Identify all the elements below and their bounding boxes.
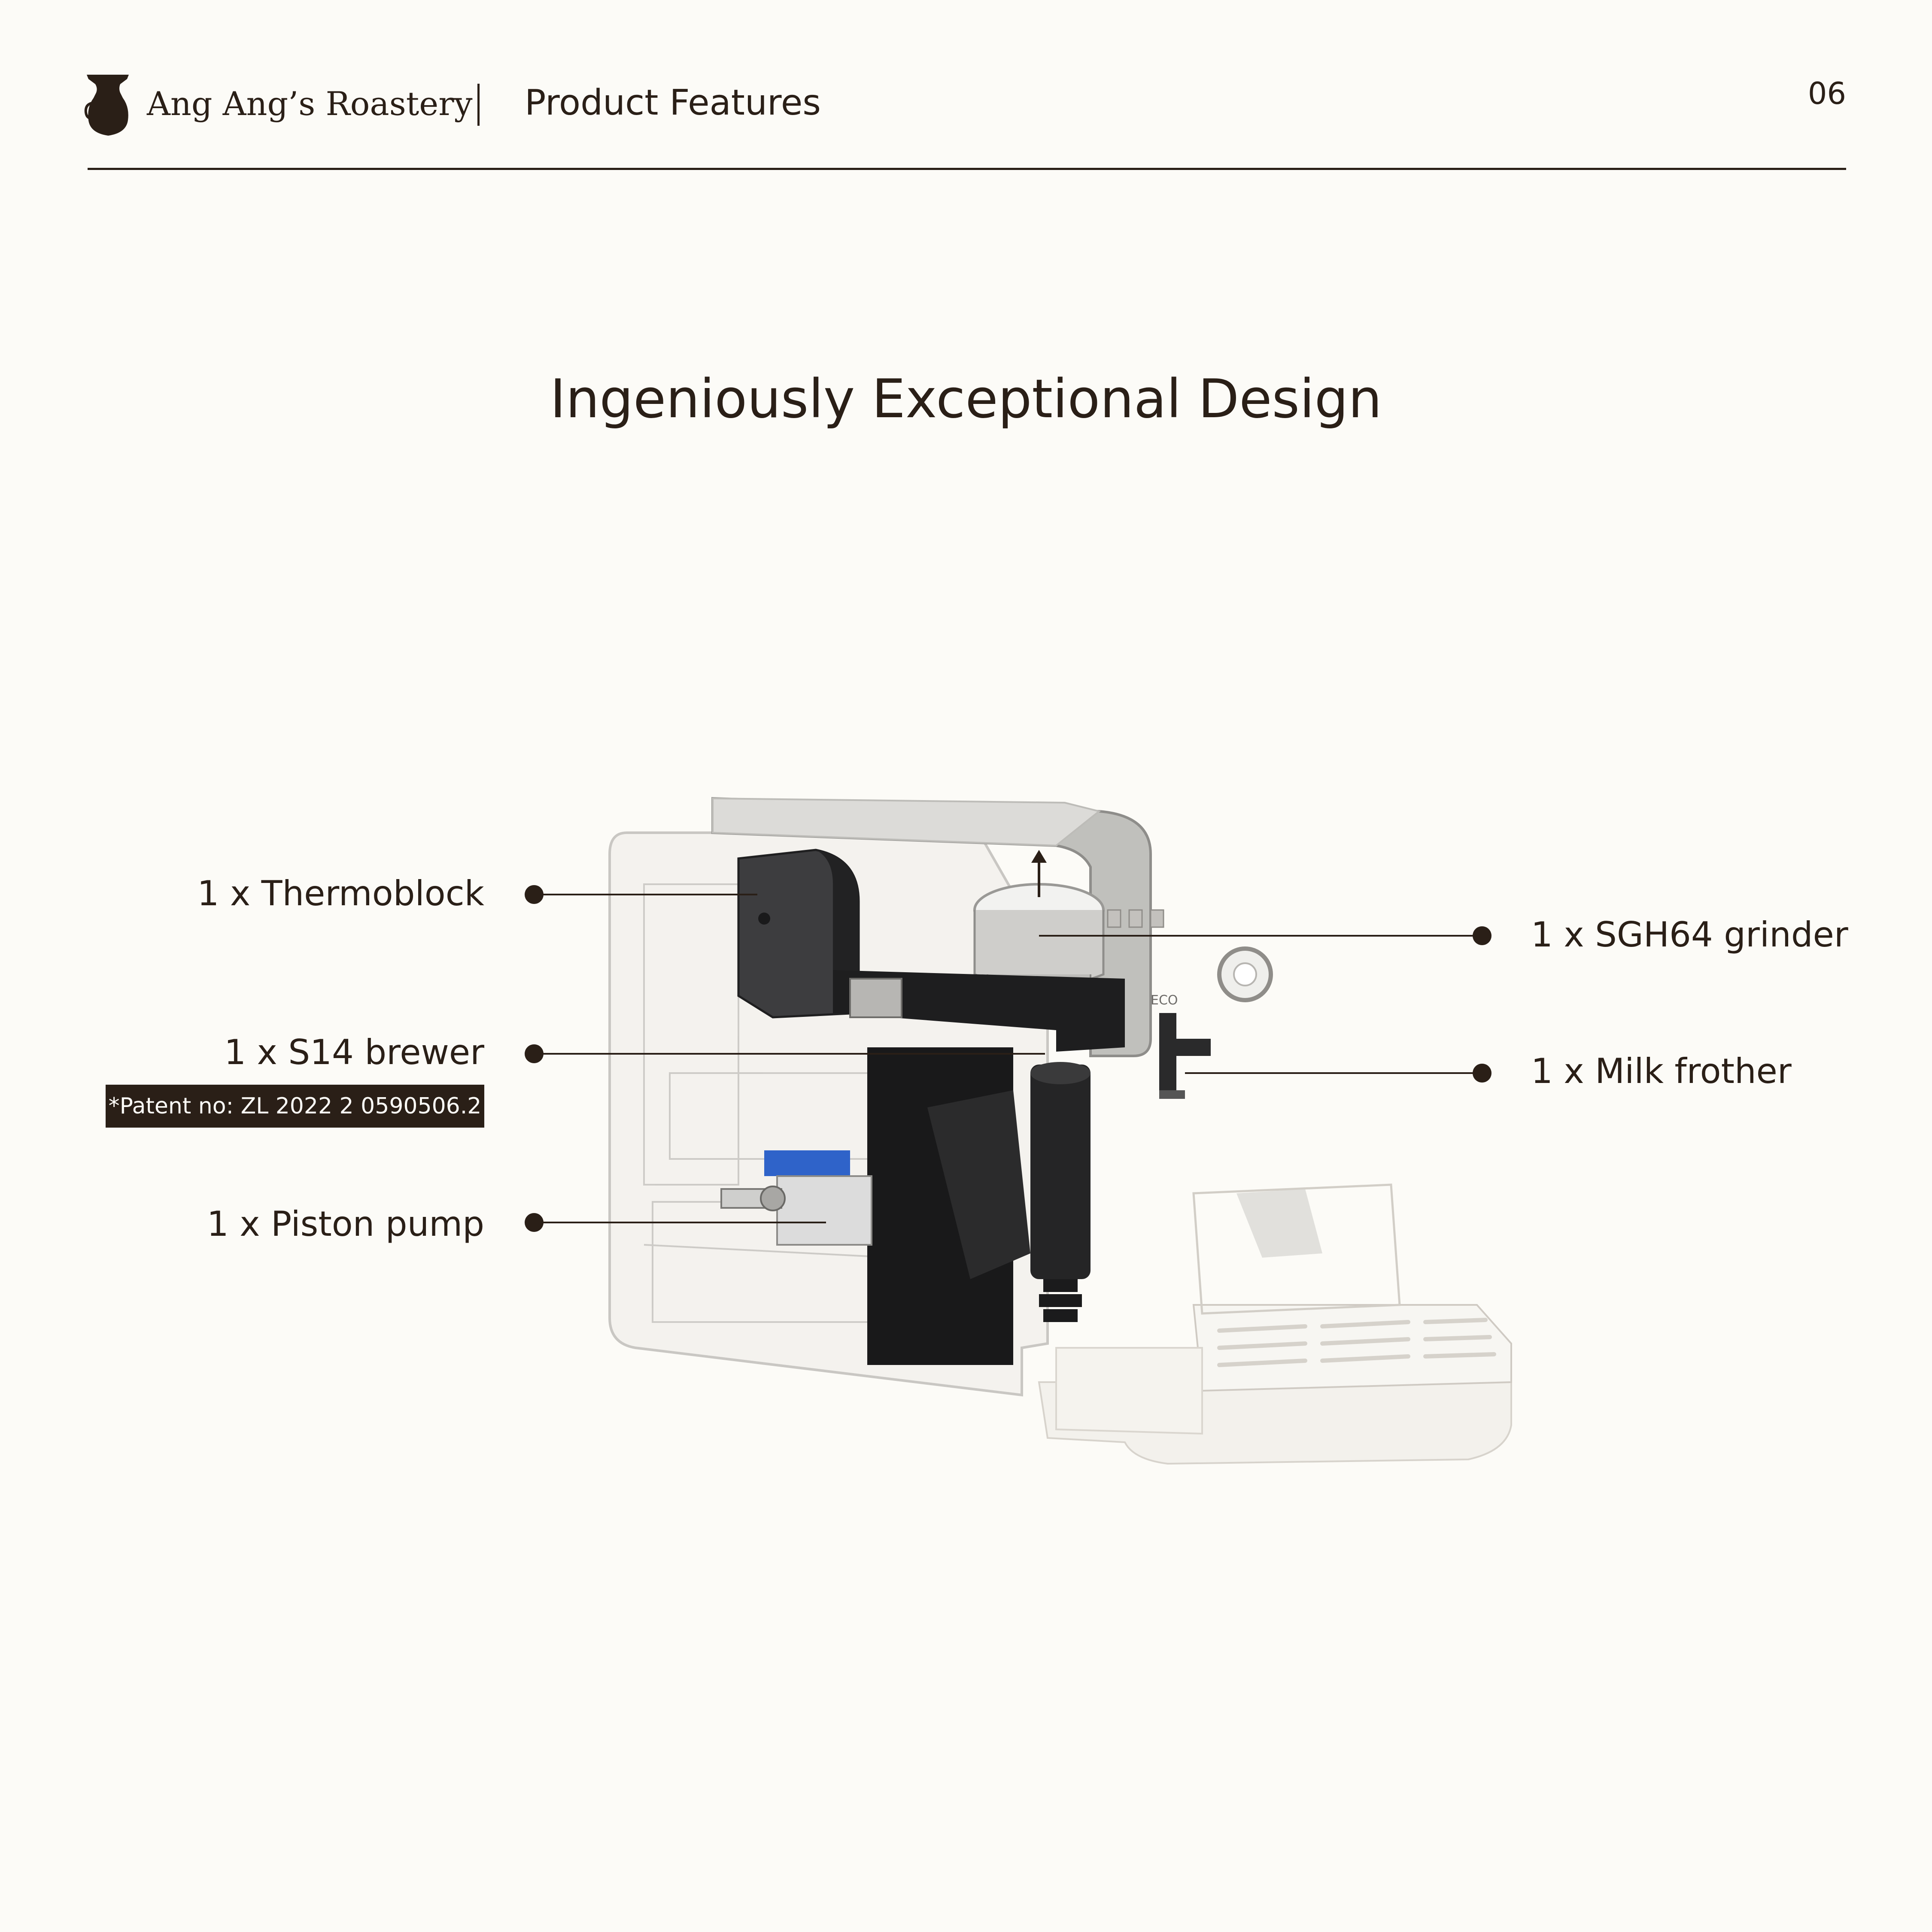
- page-title: Ingeniously Exceptional Design: [550, 368, 1382, 430]
- eco-label: ECO: [1151, 993, 1178, 1008]
- header-divider: [477, 84, 480, 126]
- callout-piston-pump-line: [534, 1222, 826, 1223]
- brand-name: Ang Ang’s Roastery: [147, 85, 473, 123]
- callout-grinder-line: [1039, 935, 1481, 937]
- header-rule: [88, 168, 1846, 170]
- page-number: 06: [1807, 76, 1846, 111]
- coffee-dripper-icon: [84, 73, 131, 137]
- patent-badge: *Patent no: ZL 2022 2 0590506.2: [106, 1085, 484, 1128]
- callout-grinder-label: 1 x SGH64 grinder: [1531, 915, 1848, 955]
- callout-milk-frother-label: 1 x Milk frother: [1531, 1051, 1792, 1091]
- coffee-machine-illustration: ECO: [592, 773, 1554, 1502]
- callout-thermoblock-label: 1 x Thermoblock: [197, 873, 484, 913]
- callout-brewer-label: 1 x S14 brewer: [224, 1032, 484, 1072]
- callout-piston-pump-label: 1 x Piston pump: [207, 1204, 484, 1244]
- callout-thermoblock-line: [534, 894, 757, 895]
- callout-milk-frother-line: [1185, 1072, 1481, 1074]
- callout-brewer-line: [534, 1053, 1045, 1055]
- section-title: Product Features: [525, 82, 821, 123]
